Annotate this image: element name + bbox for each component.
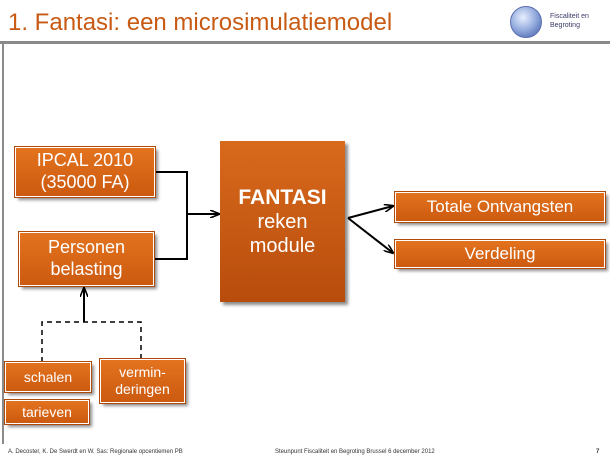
dashed-schalen [41,321,84,362]
box-verminderingen: vermin- deringen [99,358,186,404]
footer-authors: A. Decoster, K. De Swerdt en W. Sas: Reg… [8,449,183,455]
logo: Fiscaliteit en Begroting [510,4,610,40]
box-tarieven-label: tarieven [22,403,72,420]
box-ipcal: IPCAL 2010 (35000 FA) [14,146,156,198]
arrow-to-verdeling [347,217,393,253]
box-schalen: schalen [4,361,92,393]
connector-ipcal [155,171,188,214]
box-totale-ontvangsten: Totale Ontvangsten [394,191,606,223]
arrow-to-totale [347,206,393,219]
box-schalen-label: schalen [23,368,73,385]
connector-personen [154,214,188,260]
logo-text: Fiscaliteit en Begroting [550,13,589,29]
box-fantasi-title: FANTASI [238,185,327,209]
box-verdeling: Verdeling [394,239,606,269]
box-personenbelasting-label: Personen belasting [47,237,126,279]
slide-title: 1. Fantasi: een microsimulatiemodel [8,9,393,36]
box-ipcal-label: IPCAL 2010 (35000 FA) [36,150,134,192]
box-verminderingen-label: vermin- deringen [115,364,170,397]
box-personenbelasting: Personen belasting [18,231,155,287]
title-bar: 1. Fantasi: een microsimulatiemodel Fisc… [0,0,610,44]
footer-event: Steunpunt Fiscaliteit en Begroting Bruss… [275,449,435,455]
page-number: 7 [596,449,600,455]
left-border [2,44,4,444]
box-verdeling-label: Verdeling [464,243,536,263]
box-totale-label: Totale Ontvangsten [426,196,574,216]
box-tarieven: tarieven [4,399,90,425]
box-fantasi: FANTASI reken module [220,141,345,302]
globe-icon [510,6,542,38]
dashed-verminderingen [84,321,142,359]
box-fantasi-sub: reken module [249,210,316,257]
